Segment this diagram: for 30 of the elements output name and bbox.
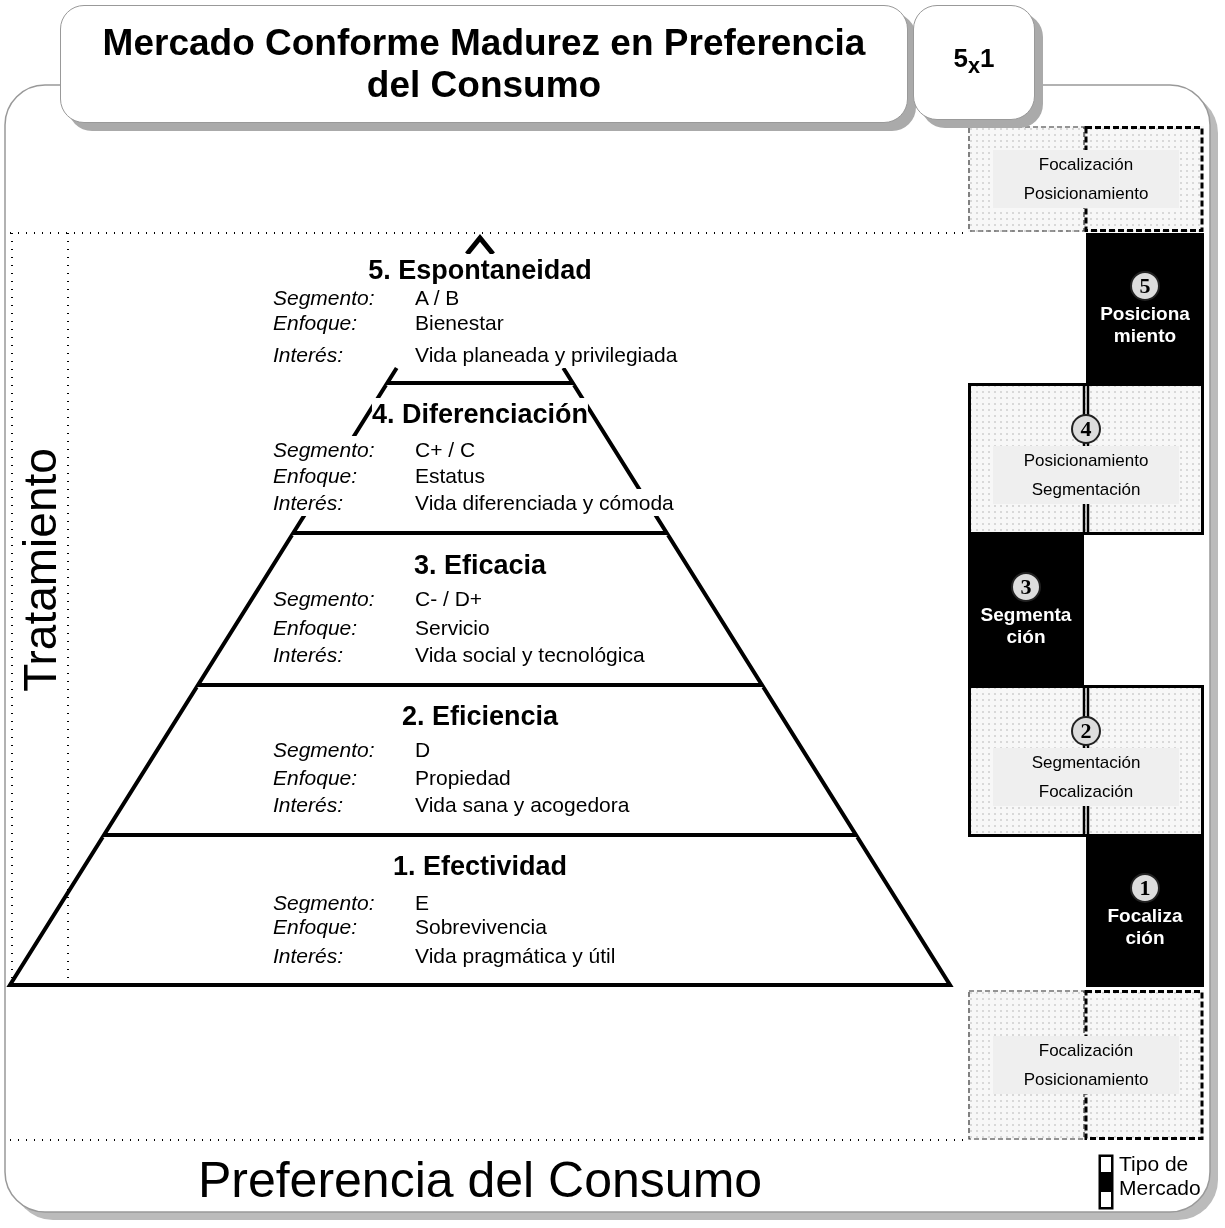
legend-label: Tipo de Mercado [1119,1152,1199,1200]
field-label: Interés: [273,489,344,516]
field-label: Enfoque: [273,913,358,940]
step-number: 1 [1130,873,1160,903]
market-transition-block [968,383,1204,535]
market-stage-block [1086,835,1204,987]
diagram-title: Mercado Conforme Madurez en Preferencia del Consumo [101,22,867,106]
stage-name: Segmenta ción [979,604,1073,648]
step-number: 3 [1011,572,1041,602]
market-pair: Focalización Posicionamiento [993,150,1179,208]
market-transition-block [968,990,1204,1140]
field-label: Segmento: [273,436,375,463]
step-number: 2 [1071,716,1101,746]
field-value: Vida diferenciada y cómoda [415,489,674,516]
axis-title: Tratamiento [14,448,66,692]
market-pair: Posicionamiento Segmentación [993,446,1179,504]
market-stage-block [968,535,1084,685]
market-transition-block [968,126,1204,232]
market-pair: Focalización Posicionamiento [993,1036,1179,1094]
market-pair: Segmentación Focalización [993,748,1179,806]
market-transition-block [968,685,1204,837]
field-label: Enfoque: [273,462,358,489]
ratio-label: 5$_{x}$1 [953,43,995,81]
stage-name: Posiciona miento [1099,303,1191,347]
market-stage-block [1086,233,1204,385]
step-number: 5 [1130,271,1160,301]
tier-heading: 5. Espontaneidad [368,254,592,286]
step-number: 4 [1071,414,1101,444]
axis-title: Preferencia del Consumo [197,1151,763,1209]
stage-name: Focaliza ción [1106,905,1184,949]
